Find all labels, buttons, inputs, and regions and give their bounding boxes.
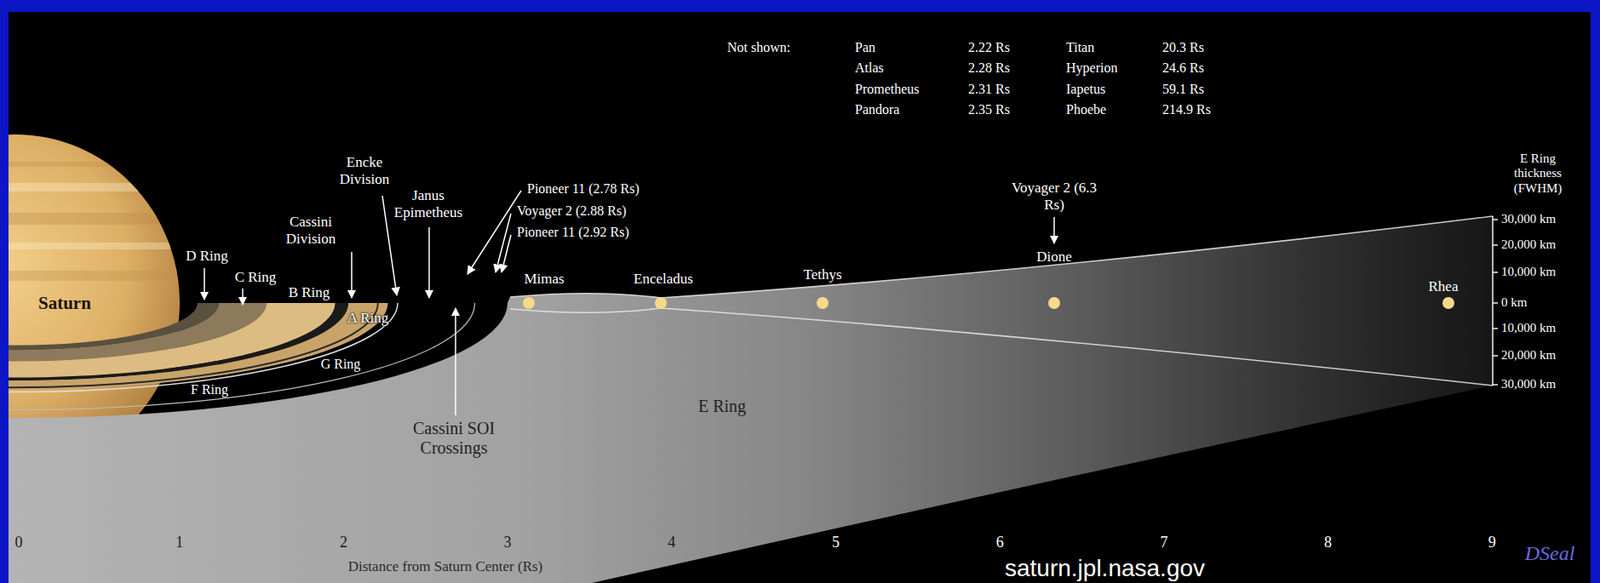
probe-label: Voyager 2 (2.88 Rs)	[516, 203, 627, 219]
ring-label: C Ring	[235, 269, 277, 287]
axis-number: 0	[15, 533, 23, 552]
gap-label: Encke Division	[330, 154, 399, 188]
cassini-division-gap	[0, 303, 349, 381]
table-text: 24.6 Rs	[1162, 60, 1205, 76]
table-text: 20.3 Rs	[1162, 40, 1205, 56]
gap-label: Cassini Division	[276, 213, 345, 247]
planet-label: Saturn	[38, 292, 92, 314]
e-ring-lower-edge	[510, 308, 1493, 386]
e-ring-upper-edge	[510, 216, 1493, 299]
scale-label: 30,000 km	[1501, 212, 1556, 227]
scale-title: E Ring thickness (FWHM)	[1498, 151, 1578, 196]
table-text: 2.28 Rs	[968, 60, 1010, 76]
axis-number: 8	[1324, 533, 1332, 552]
moon-label: Enceladus	[633, 270, 694, 288]
scale-label: 0 km	[1501, 295, 1527, 310]
signature: DSeal	[1525, 542, 1576, 567]
axis-number: 6	[996, 533, 1004, 552]
a-ring-band	[0, 303, 388, 390]
region-label: E Ring	[698, 396, 746, 417]
table-text: 2.35 Rs	[968, 102, 1010, 118]
table-text: Iapetus	[1066, 81, 1106, 98]
moon-label: Tethys	[802, 266, 842, 284]
table-text: Prometheus	[854, 81, 920, 98]
ring-label: D Ring	[185, 247, 229, 265]
axis-number: 7	[1159, 533, 1168, 552]
ring-label: A Ring	[347, 309, 390, 327]
leader-arrows	[204, 190, 1055, 416]
scale-label: 10,000 km	[1501, 264, 1556, 280]
axis-title: Distance from Saturn Center (Rs)	[348, 558, 544, 576]
table-text: 2.22 Rs	[968, 40, 1010, 56]
table-text: 214.9 Rs	[1162, 102, 1211, 118]
watermark: saturn.jpl.nasa.gov	[1004, 555, 1205, 583]
moon-dots	[522, 297, 1455, 310]
table-text: Pan	[854, 40, 876, 56]
table-text: Hyperion	[1066, 60, 1118, 76]
ring-label: G Ring	[321, 356, 362, 373]
e-ring-region	[0, 216, 1493, 583]
axis-number: 1	[175, 533, 184, 552]
table-text: 2.31 Rs	[968, 81, 1010, 98]
probe-label: Pioneer 11 (2.78 Rs)	[527, 181, 640, 197]
moon-label: Rhea	[1428, 278, 1459, 296]
thickness-scale	[1492, 216, 1498, 386]
probe-label: Voyager 2 (6.3 Rs)	[1007, 179, 1102, 213]
probe-label: Pioneer 11 (2.92 Rs)	[516, 224, 630, 241]
table-text: Titan	[1066, 40, 1095, 56]
scale-label: 20,000 km	[1501, 237, 1556, 253]
table-text: 59.1 Rs	[1162, 81, 1205, 98]
ring-label: B Ring	[288, 284, 331, 302]
callout-label: Cassini SOI Crossings	[394, 418, 514, 459]
scale-label: 30,000 km	[1501, 377, 1556, 392]
table-text: Atlas	[854, 60, 884, 76]
moon-label: Janus Epimetheus	[381, 187, 476, 221]
moon-label: Mimas	[523, 270, 564, 288]
axis-number: 5	[831, 533, 840, 552]
axis-number: 9	[1488, 533, 1497, 552]
moon-label: Dione	[1036, 248, 1073, 266]
table-text: Phoebe	[1066, 102, 1107, 118]
encke-gap	[0, 303, 379, 388]
scale-label: 10,000 km	[1501, 321, 1556, 336]
axis-number: 4	[667, 533, 676, 552]
axis-number: 2	[339, 533, 348, 552]
table-text: Pandora	[854, 102, 900, 118]
axis-number: 3	[504, 533, 512, 552]
scale-label: 20,000 km	[1501, 348, 1556, 363]
table-text: Not shown:	[727, 40, 791, 56]
ring-label: F Ring	[190, 382, 229, 398]
